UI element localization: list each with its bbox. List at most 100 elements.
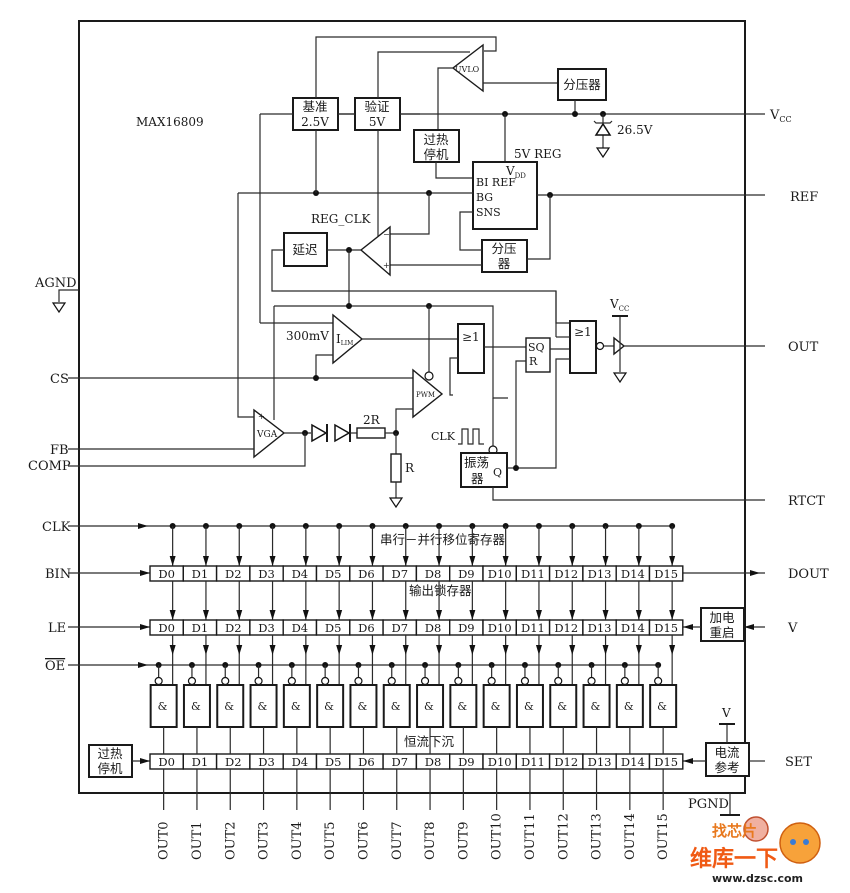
arrow-icon — [169, 556, 176, 566]
pin-out0[interactable]: OUT0 — [157, 821, 172, 860]
inverter-bubble — [287, 676, 296, 686]
current-sink-cell-label: D9 — [458, 755, 475, 769]
pin-out13[interactable]: OUT13 — [590, 813, 605, 860]
and-gate — [349, 684, 378, 728]
inverter-bubble — [321, 676, 330, 686]
shift-register-cell-label: D10 — [488, 567, 512, 581]
current-sink-cell-label: D8 — [425, 755, 442, 769]
or-gate-2-nor — [569, 320, 597, 374]
output-latch-cell-label: D7 — [391, 621, 408, 635]
pin-out2[interactable]: OUT2 — [223, 821, 238, 860]
arrow-icon — [169, 645, 176, 655]
sr-latch-r: R — [529, 355, 538, 368]
and-gate-symbol: & — [158, 700, 168, 713]
output-latch-cell-label: D8 — [425, 621, 442, 635]
pin-out15[interactable]: OUT15 — [656, 813, 671, 860]
uvlo-label: UVLO — [455, 65, 480, 74]
pin-out8[interactable]: OUT8 — [423, 821, 438, 860]
pin-out14[interactable]: OUT14 — [623, 813, 638, 860]
arrow-icon — [169, 610, 176, 620]
arrow-icon — [269, 645, 276, 655]
pin-out3[interactable]: OUT3 — [257, 821, 272, 860]
inverter-bubble — [487, 676, 496, 686]
current-sink-cell-label: D15 — [654, 755, 678, 769]
osc-l1: 振荡 — [464, 455, 489, 470]
pin-le[interactable]: LE — [48, 621, 66, 636]
pin-dout[interactable]: DOUT — [788, 567, 829, 582]
output-latch-cell — [648, 619, 684, 636]
current-ref-v: V — [721, 706, 731, 720]
and-gate-symbol: & — [424, 700, 434, 713]
and-gate-symbol: & — [491, 700, 501, 713]
inverter-bubble — [454, 676, 463, 686]
pin-ref[interactable]: REF — [790, 190, 818, 205]
ground-icon — [612, 372, 628, 384]
pin-agnd[interactable]: AGND — [34, 276, 77, 291]
reference-label: 基准 — [302, 99, 327, 114]
pin-fb[interactable]: FB — [50, 443, 69, 458]
pin-out12[interactable]: OUT12 — [556, 813, 571, 860]
pin-out[interactable]: OUT — [788, 340, 819, 355]
and-gate-symbol: & — [224, 700, 234, 713]
pin-out4[interactable]: OUT4 — [290, 821, 305, 860]
reg-clk-comparator — [359, 225, 391, 277]
current-sink-cell-label: D5 — [325, 755, 342, 769]
vga-label: VGA — [256, 430, 278, 440]
output-latch-cell-label: D15 — [654, 621, 678, 635]
pin-v[interactable]: V — [787, 621, 798, 636]
current-ref-l2: 参考 — [714, 760, 739, 775]
pin-out1[interactable]: OUT1 — [190, 821, 205, 860]
arrow-icon — [138, 662, 148, 668]
current-sink-cell-label: D3 — [258, 755, 275, 769]
shift-register-cell-label: D12 — [554, 567, 578, 581]
shift-register-cell-label: D4 — [292, 567, 309, 581]
or-gate-1 — [457, 323, 485, 374]
current-sink-cell-label: D13 — [588, 755, 612, 769]
inverter-bubble — [221, 676, 230, 686]
pin-bin[interactable]: BIN — [45, 567, 71, 582]
arrow-icon — [302, 610, 309, 620]
pin-pgnd[interactable]: PGND — [688, 797, 729, 812]
osc-l2: 器 — [471, 471, 484, 486]
current-sink-cell-label: D12 — [554, 755, 578, 769]
pin-out6[interactable]: OUT6 — [356, 821, 371, 860]
pin-oe[interactable]: OE — [45, 659, 65, 674]
arrow-icon — [140, 570, 150, 576]
inverter-bubble — [620, 676, 629, 686]
output-latch-cell-label: D13 — [588, 621, 612, 635]
reg-clk-label: REG_CLK — [311, 212, 372, 226]
pin-out5[interactable]: OUT5 — [323, 821, 338, 860]
shift-register-cell-label: D9 — [458, 567, 475, 581]
pin-clk[interactable]: CLK — [42, 520, 71, 535]
pwm-label: PWM — [416, 391, 435, 399]
arrow-icon — [469, 556, 476, 566]
and-gate — [216, 684, 245, 728]
output-latch-cell-label: D10 — [488, 621, 512, 635]
pin-out11[interactable]: OUT11 — [523, 813, 538, 860]
pin-set[interactable]: SET — [785, 755, 812, 770]
shift-register-cell-label: D6 — [358, 567, 375, 581]
pin-out7[interactable]: OUT7 — [390, 821, 405, 860]
pin-out9[interactable]: OUT9 — [456, 821, 471, 860]
diode-icon — [311, 423, 351, 443]
output-latch-cell-label: D4 — [292, 621, 309, 635]
and-gate-symbol: & — [557, 700, 567, 713]
arrow-icon — [402, 556, 409, 566]
pin-rtct[interactable]: RTCT — [788, 494, 825, 509]
pin-comp[interactable]: COMP — [28, 459, 71, 474]
arrow-icon — [140, 624, 150, 630]
pin-out10[interactable]: OUT10 — [490, 813, 505, 860]
pin-vcc[interactable]: VCC — [769, 108, 792, 124]
shift-register-cell-label: D5 — [325, 567, 342, 581]
arrow-icon — [336, 556, 343, 566]
power-on-l1: 加电 — [709, 610, 735, 625]
arrow-icon — [269, 556, 276, 566]
and-gate-symbol: & — [258, 700, 268, 713]
watermark-line2: 维库一下 — [690, 846, 778, 872]
pin-cs[interactable]: CS — [50, 372, 69, 387]
output-latch-cell-label: D6 — [358, 621, 375, 635]
arrow-icon — [236, 610, 243, 620]
arrow-icon — [236, 556, 243, 566]
current-ref-l1: 电流 — [714, 745, 740, 760]
current-sink-cell-label: D14 — [621, 755, 645, 769]
